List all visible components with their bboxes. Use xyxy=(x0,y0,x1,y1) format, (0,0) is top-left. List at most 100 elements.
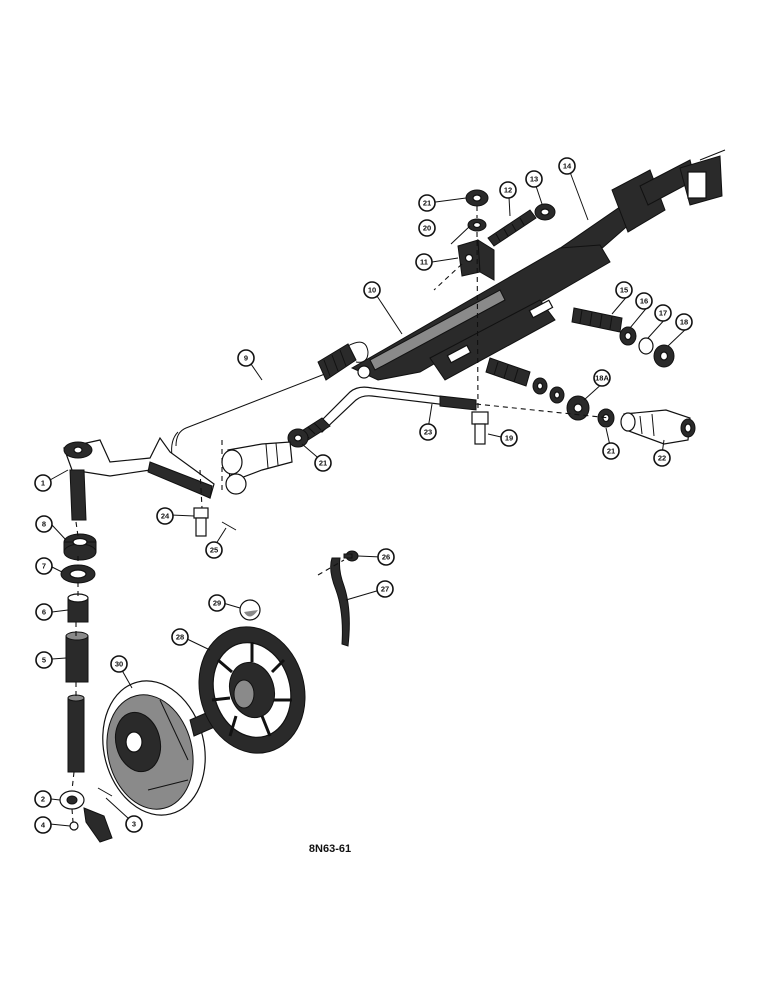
crank-arm-part-1 xyxy=(63,436,215,521)
callout-26: 26 xyxy=(377,548,395,566)
callout-3: 3 xyxy=(125,815,143,833)
callout-23: 23 xyxy=(419,423,437,441)
ball-part-29 xyxy=(239,599,261,621)
callout-14: 14 xyxy=(558,157,576,175)
alignment-lines xyxy=(71,206,611,823)
nut-part-18a xyxy=(566,395,590,421)
callout-label: 9 xyxy=(244,354,248,363)
callout-label: 19 xyxy=(505,434,513,443)
callout-label: 14 xyxy=(563,162,572,171)
callout-16: 16 xyxy=(635,292,653,310)
callout-11: 11 xyxy=(415,253,433,271)
hub-part-2 xyxy=(59,790,113,843)
callout-label: 21 xyxy=(319,459,327,468)
callout-18: 18 xyxy=(675,313,693,331)
callout-label: 5 xyxy=(42,656,46,665)
threaded-stud-part-12 xyxy=(487,209,537,247)
callout-label: 21 xyxy=(607,447,615,456)
callout-label: 4 xyxy=(41,821,46,830)
callout-label: 18 xyxy=(680,318,688,327)
nut-part-18 xyxy=(653,344,675,368)
washer-part-16 xyxy=(619,326,637,346)
spring-part-9 xyxy=(317,341,369,381)
disc-part-30 xyxy=(102,680,206,816)
callout-label: 16 xyxy=(640,297,648,306)
callout-label: 8 xyxy=(42,520,46,529)
nut-part-13 xyxy=(534,203,556,221)
pin-part-3 xyxy=(97,787,113,797)
washer-part-7 xyxy=(60,564,96,584)
clevis-left xyxy=(221,440,293,495)
callout-label: 11 xyxy=(420,258,428,267)
callout-label: 22 xyxy=(658,454,666,463)
callout-label: 17 xyxy=(659,309,667,318)
ball-part-4 xyxy=(69,821,79,831)
callout-label: 12 xyxy=(504,186,512,195)
callout-label: 25 xyxy=(210,546,218,555)
callout-21-c: 21 xyxy=(602,442,620,460)
angle-bracket-part-11 xyxy=(457,239,495,281)
callout-5: 5 xyxy=(35,651,53,669)
callout-4: 4 xyxy=(34,816,52,834)
callout-18a: 18A xyxy=(593,369,611,387)
callout-24: 24 xyxy=(156,507,174,525)
callout-2: 2 xyxy=(34,790,52,808)
callout-12: 12 xyxy=(499,181,517,199)
clevis-part-22 xyxy=(620,409,696,445)
callout-30: 30 xyxy=(110,655,128,673)
callout-label: 1 xyxy=(41,479,45,488)
callout-9: 9 xyxy=(237,349,255,367)
gear-disc-part-28 xyxy=(198,626,306,754)
shaft xyxy=(67,694,85,773)
callout-19: 19 xyxy=(500,429,518,447)
callout-22: 22 xyxy=(653,449,671,467)
callout-label: 21 xyxy=(423,199,431,208)
callout-label: 13 xyxy=(530,175,538,184)
callout-7: 7 xyxy=(35,557,53,575)
callout-label: 7 xyxy=(42,562,46,571)
callout-27: 27 xyxy=(376,580,394,598)
nut-part-21-rod xyxy=(287,428,309,448)
bolt-part-24 xyxy=(193,507,209,537)
callout-label: 29 xyxy=(213,599,221,608)
callout-label: 2 xyxy=(41,795,45,804)
collar-part-8 xyxy=(63,533,97,561)
callout-20-a: 20 xyxy=(418,219,436,237)
callout-10: 10 xyxy=(363,281,381,299)
callout-15: 15 xyxy=(615,281,633,299)
callout-6: 6 xyxy=(35,603,53,621)
stud-part-18a xyxy=(485,357,531,387)
washer-part-20-upper xyxy=(467,218,487,232)
rivet-part-26 xyxy=(343,550,359,562)
pin-part-25 xyxy=(221,521,237,531)
bushing-part-6 xyxy=(67,593,89,623)
callout-label: 27 xyxy=(381,585,389,594)
callout-21-a: 21 xyxy=(418,194,436,212)
callout-label: 6 xyxy=(42,608,46,617)
bolt-part-15 xyxy=(571,307,623,333)
threaded-rod-part-23 xyxy=(299,386,477,441)
callout-13: 13 xyxy=(525,170,543,188)
curved-strap-part-27 xyxy=(330,557,350,647)
callout-25: 25 xyxy=(205,541,223,559)
callout-label: 28 xyxy=(176,633,184,642)
nut-part-21-upper xyxy=(465,189,489,207)
callout-label: 30 xyxy=(115,660,123,669)
flat-bar-part-10 xyxy=(350,244,611,381)
leader-lines xyxy=(49,171,689,827)
washer-pair-18a xyxy=(532,377,565,404)
callout-21-b: 21 xyxy=(314,454,332,472)
figure-code: 8N63-61 xyxy=(309,843,351,855)
callout-label: 20 xyxy=(423,224,431,233)
callout-label: 3 xyxy=(132,820,136,829)
callout-8: 8 xyxy=(35,515,53,533)
sleeve-part-5 xyxy=(65,631,89,683)
callout-label: 18A xyxy=(595,374,609,383)
callout-label: 15 xyxy=(620,286,628,295)
callout-29: 29 xyxy=(208,594,226,612)
callout-28: 28 xyxy=(171,628,189,646)
lock-washer-part-17 xyxy=(638,337,654,355)
bolt-part-19 xyxy=(471,411,489,445)
callout-label: 23 xyxy=(424,428,432,437)
